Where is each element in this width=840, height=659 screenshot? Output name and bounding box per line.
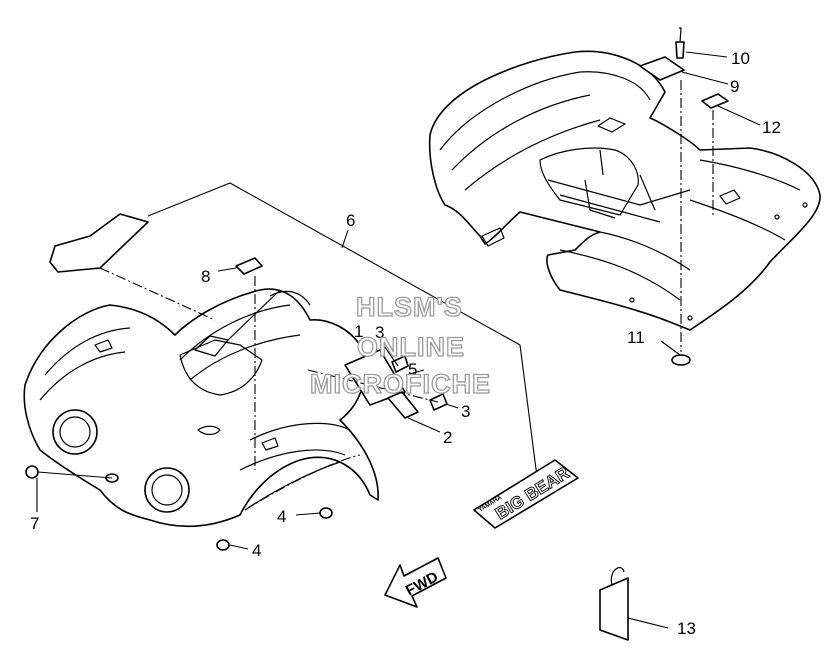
callout-1: 1 bbox=[354, 322, 363, 341]
fwd-arrow: FWD bbox=[384, 557, 447, 608]
decal-8 bbox=[235, 257, 263, 275]
decal-12 bbox=[701, 93, 729, 109]
front-fender bbox=[23, 288, 379, 528]
watermark: HLSM'S ONLINE MICROFICHE bbox=[309, 291, 491, 399]
callout-9: 9 bbox=[730, 77, 739, 96]
watermark-line-1: HLSM'S bbox=[356, 292, 463, 322]
grommet-11 bbox=[671, 354, 691, 366]
callout-7: 7 bbox=[30, 514, 39, 533]
grommet-7 bbox=[25, 465, 39, 479]
callout-labels: 1 2 3 3 4 4 5 6 7 8 9 10 11 12 13 bbox=[30, 49, 781, 638]
grommet-4a bbox=[319, 507, 333, 519]
callout-5: 5 bbox=[408, 360, 417, 379]
callout-13: 13 bbox=[677, 619, 696, 638]
plate-9 bbox=[639, 56, 685, 81]
plate-2 bbox=[387, 391, 419, 419]
callout-6: 6 bbox=[346, 211, 355, 230]
watermark-line-3: MICROFICHE bbox=[310, 369, 491, 399]
callout-2: 2 bbox=[443, 428, 452, 447]
rivet-10 bbox=[675, 41, 685, 59]
callout-leaders bbox=[217, 51, 761, 629]
watermark-line-2: ONLINE bbox=[357, 332, 465, 362]
callout-3a: 3 bbox=[375, 323, 384, 342]
callout-4a: 4 bbox=[277, 507, 286, 526]
bracket-1 bbox=[344, 349, 406, 406]
callout-8: 8 bbox=[201, 267, 210, 286]
callout-11: 11 bbox=[627, 328, 645, 347]
tag-13 bbox=[599, 567, 629, 641]
rear-fender bbox=[428, 50, 821, 331]
callout-12: 12 bbox=[762, 118, 781, 137]
callout-3b: 3 bbox=[461, 402, 470, 421]
grommet-4b bbox=[216, 539, 230, 551]
callout-4b: 4 bbox=[252, 541, 261, 560]
rear-fender-hardware bbox=[639, 27, 729, 366]
bolt-3b bbox=[391, 355, 409, 373]
callout-10: 10 bbox=[731, 49, 750, 68]
big-bear-decal: BIG BEAR YAMAHA bbox=[473, 459, 579, 529]
